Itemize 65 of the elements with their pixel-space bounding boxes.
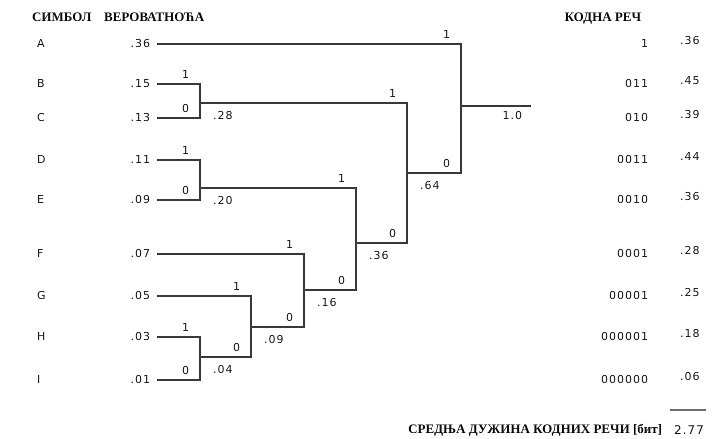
tree-branch: [157, 188, 201, 201]
merged-probability: .04: [200, 357, 234, 377]
symbol-probability: .13: [108, 111, 157, 125]
tree-branch: [157, 83, 201, 103]
tree-branch: [200, 187, 357, 243]
symbol-probability: .15: [108, 77, 157, 91]
tree-branch: [304, 243, 357, 291]
code-word: 011: [625, 77, 649, 91]
merged-probability: .20: [200, 188, 234, 208]
symbol-letter: A: [37, 37, 46, 51]
tree-branch: [157, 103, 201, 119]
column-header: КОДНА РЕЧ: [564, 10, 641, 24]
tree-branch: [157, 253, 305, 290]
weighted-length: .36: [680, 190, 700, 204]
weighted-length: .45: [680, 74, 700, 88]
tree-branch: [157, 295, 252, 327]
weighted-length: .18: [680, 327, 700, 341]
merged-probability: .16: [304, 290, 338, 310]
symbol-letter: I: [37, 373, 42, 387]
column-header: ВЕРОВАТНОЋА: [104, 10, 204, 24]
symbol-probability: .09: [108, 193, 157, 207]
symbol-probability: .05: [108, 289, 157, 303]
average-length-caption: СРЕДЊА ДУЖИНА КОДНИХ РЕЧИ [бит]: [408, 422, 662, 436]
symbol-letter: E: [37, 193, 45, 207]
tree-branch: [407, 106, 462, 174]
code-word: 00001: [609, 289, 649, 303]
code-word: 010: [625, 111, 649, 125]
symbol-probability: .36: [108, 37, 157, 51]
symbol-probability: .03: [108, 330, 157, 344]
tree-branch: [157, 357, 201, 381]
weighted-length: .36: [680, 34, 700, 48]
symbol-probability: .07: [108, 247, 157, 261]
symbol-probability: .01: [108, 373, 157, 387]
symbol-letter: C: [37, 111, 46, 125]
symbol-letter: B: [37, 77, 46, 91]
tree-branch: [200, 102, 408, 173]
code-word: 0010: [617, 193, 649, 207]
column-header: СИМБОЛ: [32, 10, 92, 24]
symbol-letter: G: [37, 289, 47, 303]
weighted-length: .39: [680, 108, 700, 122]
tree-branch: [200, 327, 252, 358]
weighted-length: .44: [680, 150, 700, 164]
symbol-probability: .11: [108, 153, 157, 167]
merged-probability: .36: [356, 243, 390, 263]
weighted-length: .28: [680, 244, 700, 258]
tree-branch: [356, 173, 408, 244]
weighted-length: .06: [680, 370, 700, 384]
code-word: 000001: [601, 330, 649, 344]
code-word: 000000: [601, 373, 649, 387]
weighted-length: .25: [680, 286, 700, 300]
tree-branch: [157, 159, 201, 188]
tree-branch: [251, 290, 305, 328]
code-word: 0011: [617, 153, 649, 167]
symbol-letter: H: [37, 330, 46, 344]
merged-probability: .28: [200, 103, 234, 123]
code-word: 0001: [617, 247, 649, 261]
symbol-letter: D: [37, 153, 46, 167]
merged-probability: .64: [407, 173, 440, 193]
symbol-letter: F: [37, 247, 44, 261]
tree-branch: [157, 43, 462, 106]
code-word: 1: [641, 37, 649, 51]
merged-probability: 1.0: [461, 105, 531, 123]
merged-probability: .09: [251, 327, 284, 347]
tree-branch: [157, 336, 201, 357]
average-length-value: 2.77: [674, 423, 705, 437]
